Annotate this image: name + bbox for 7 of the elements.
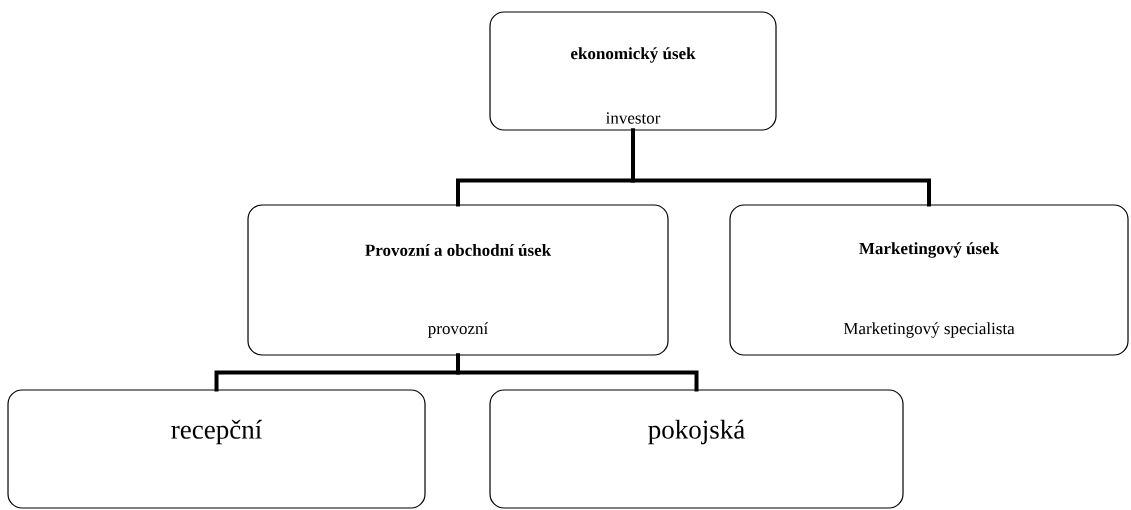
org-box: Marketingový úsek Marketingový specialista — [729, 204, 1129, 356]
connector-line — [456, 353, 699, 392]
org-box: recepční — [7, 389, 426, 509]
org-box: Provozní a obchodní úsek provozní — [247, 204, 669, 356]
org-box: pokojská — [489, 389, 904, 509]
connector-line — [631, 128, 931, 207]
org-box: ekonomický úsek investor — [489, 11, 777, 131]
